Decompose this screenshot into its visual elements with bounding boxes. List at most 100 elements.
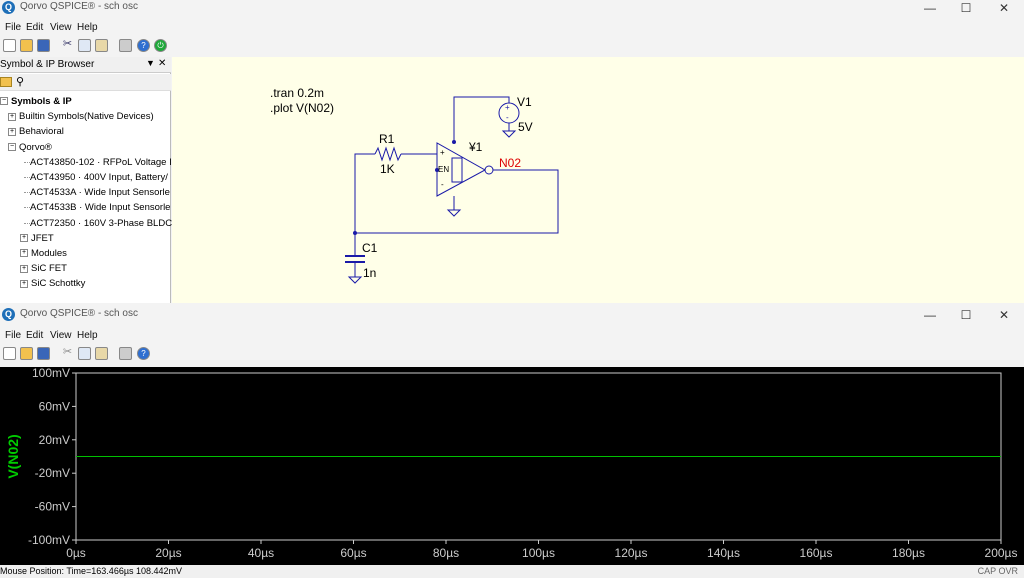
waveform-window: Q Qorvo QSPICE® - sch osc — ☐ ✕ File Edi…: [0, 303, 1024, 578]
opamp-output-bubble: [484, 165, 494, 175]
tree-item[interactable]: +Builtin Symbols(Native Devices): [8, 109, 154, 124]
tree-item[interactable]: +SiC Schottky: [20, 276, 85, 291]
tree-item[interactable]: ACT72350 · 160V 3-Phase BLDC/: [24, 216, 175, 231]
ground-c1-icon: [347, 276, 363, 284]
tree-item[interactable]: −Qorvo®: [8, 140, 52, 155]
expand-icon[interactable]: +: [8, 112, 16, 121]
schematic-window: Q Qorvo QSPICE® - sch osc — ☐ ✕ File Edi…: [0, 0, 1024, 303]
net-label-n02[interactable]: N02: [499, 156, 522, 170]
ground-opamp-icon: [446, 209, 462, 217]
cut-icon[interactable]: ✂: [62, 346, 73, 358]
tree-item-label: Qorvo®: [19, 141, 52, 153]
menu-file[interactable]: File: [5, 22, 22, 33]
run-simulation-icon[interactable]: ⏻: [154, 39, 167, 52]
schematic-canvas[interactable]: .tran 0.2m .plot V(N02) R1 1K C1 1n V1 5…: [172, 57, 1024, 303]
opamp-plus-label: +: [440, 148, 445, 157]
paste-icon[interactable]: [95, 39, 108, 52]
open-folder-icon[interactable]: [20, 347, 33, 360]
y-tick-label: 60mV: [39, 399, 70, 413]
menu-help[interactable]: Help: [77, 330, 98, 341]
y-tick-label: -20mV: [35, 466, 70, 480]
x-tick-label: 40µs: [248, 546, 274, 560]
r1-name-label: R1: [379, 132, 395, 146]
c1-value-label: 1n: [363, 266, 377, 280]
print-icon[interactable]: [119, 347, 132, 360]
binoculars-icon[interactable]: ⚲: [16, 76, 25, 88]
tree-item[interactable]: +SiC FET: [20, 261, 67, 276]
save-icon[interactable]: [37, 347, 50, 360]
new-file-icon[interactable]: [3, 39, 16, 52]
tree-item[interactable]: ACT43850-102 · RFPoL Voltage I: [24, 155, 172, 170]
menu-view[interactable]: View: [50, 22, 72, 33]
expand-icon[interactable]: +: [20, 264, 28, 273]
expand-icon[interactable]: +: [20, 279, 28, 288]
resistor-r1[interactable]: [374, 146, 402, 162]
expand-icon[interactable]: +: [8, 127, 16, 136]
panel-dropdown-icon[interactable]: ▼: [146, 58, 155, 68]
plot-minimize-button[interactable]: —: [924, 308, 936, 322]
tree-connector-line: [24, 207, 30, 209]
x-tick-label: 160µs: [800, 546, 833, 560]
tree-item-label: ACT4533A · Wide Input Sensorle: [30, 187, 170, 199]
print-icon[interactable]: [119, 39, 132, 52]
tree-item[interactable]: −Symbols & IP: [0, 94, 72, 109]
tree-item[interactable]: ACT4533B · Wide Input Sensorle: [24, 200, 171, 215]
y-axis-label: V(N02): [5, 434, 21, 478]
opamp-en-label: EN: [438, 165, 450, 174]
copy-icon[interactable]: [78, 347, 91, 360]
c1-name-label: C1: [362, 241, 378, 255]
panel-tools: ⚲: [0, 74, 171, 91]
tree-item-label: ACT4533B · Wide Input Sensorle: [30, 202, 171, 214]
voltage-source-v1[interactable]: [498, 102, 520, 124]
toolbar: ✂ ? ⏻: [0, 37, 1024, 55]
cut-icon[interactable]: ✂: [62, 38, 73, 50]
copy-icon[interactable]: [78, 39, 91, 52]
y-tick-label: -100mV: [28, 533, 70, 547]
menu-file[interactable]: File: [5, 330, 22, 341]
help-icon[interactable]: ?: [137, 39, 150, 52]
save-icon[interactable]: [37, 39, 50, 52]
menu-edit[interactable]: Edit: [26, 330, 44, 341]
help-icon[interactable]: ?: [137, 347, 150, 360]
expand-icon[interactable]: +: [20, 234, 28, 243]
menu-help[interactable]: Help: [77, 22, 98, 33]
collapse-icon[interactable]: −: [0, 97, 8, 106]
open-folder-icon[interactable]: [20, 39, 33, 52]
tree-item[interactable]: ACT43950 · 400V Input, Battery/: [24, 170, 168, 185]
tree-connector-line: [24, 177, 30, 178]
collapse-icon[interactable]: −: [8, 143, 16, 152]
open-folder-icon[interactable]: [0, 77, 12, 87]
plot-maximize-button[interactable]: ☐: [960, 308, 972, 322]
minimize-button[interactable]: —: [924, 1, 936, 15]
tree-item[interactable]: +JFET: [20, 231, 54, 246]
tran-directive[interactable]: .tran 0.2m .plot V(N02): [270, 86, 334, 116]
panel-close-icon[interactable]: ✕: [158, 58, 167, 69]
tree-item-label: Modules: [31, 248, 67, 259]
qspice-app-icon: Q: [2, 308, 15, 321]
menu-view[interactable]: View: [50, 330, 72, 341]
new-file-icon[interactable]: [3, 347, 16, 360]
title-bar: Q Qorvo QSPICE® - sch osc — ☐ ✕: [0, 0, 1024, 16]
tree-item[interactable]: ACT4533A · Wide Input Sensorle: [24, 185, 170, 200]
plot-title-bar: Q Qorvo QSPICE® - sch osc — ☐ ✕: [0, 307, 1024, 323]
menu-edit[interactable]: Edit: [26, 22, 44, 33]
close-button[interactable]: ✕: [998, 1, 1010, 15]
maximize-button[interactable]: ☐: [960, 1, 972, 15]
tree-item-label: Symbols & IP: [11, 96, 72, 107]
y-tick-label: -60mV: [35, 500, 70, 514]
tree-item[interactable]: +Modules: [20, 246, 67, 261]
window-title: Qorvo QSPICE® - sch osc: [20, 1, 138, 12]
expand-icon[interactable]: +: [20, 249, 28, 258]
tree-item[interactable]: +Behavioral: [8, 124, 64, 139]
tree-item-label: SiC FET: [31, 263, 67, 275]
paste-icon[interactable]: [95, 347, 108, 360]
v1-plus-label: +: [505, 103, 510, 112]
plot-toolbar: ✂ ?: [0, 345, 1024, 363]
plot-directive-text: .plot V(N02): [270, 101, 335, 115]
plot-close-button[interactable]: ✕: [998, 308, 1010, 322]
x-tick-label: 0µs: [66, 546, 86, 560]
qspice-app-icon: Q: [2, 1, 15, 14]
tree-item-label: Behavioral: [19, 126, 64, 138]
tree-item-label: Builtin Symbols(Native Devices): [19, 111, 154, 123]
